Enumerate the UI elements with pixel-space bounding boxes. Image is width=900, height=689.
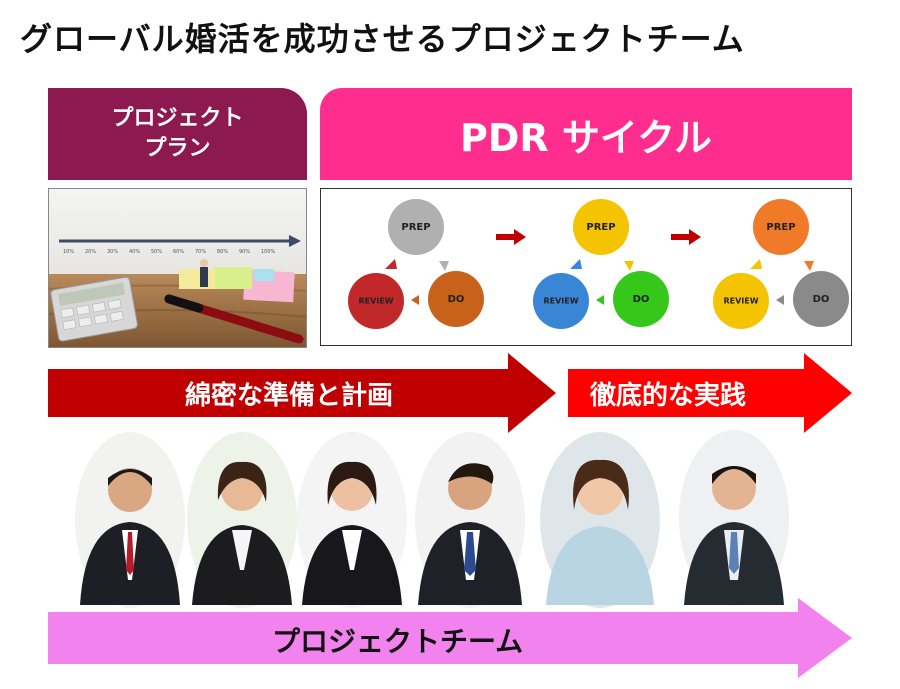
do-label: DO	[448, 294, 465, 305]
review-node	[533, 273, 589, 329]
timeline-scale-label: 70%	[195, 249, 206, 255]
prep-label: PREP	[766, 222, 795, 233]
prep-label: PREP	[586, 222, 615, 233]
prep-label: PREP	[401, 222, 430, 233]
prep-node	[753, 199, 809, 255]
cycle-arrow	[776, 295, 784, 305]
team-portraits	[75, 430, 789, 608]
do-node	[793, 271, 849, 327]
timeline-scale-label: 100%	[261, 249, 276, 255]
planning-phase-label: 綿密な準備と計画	[185, 381, 394, 411]
timeline-scale-label: 30%	[107, 249, 118, 255]
cycle-arrow	[411, 295, 419, 305]
timeline-scale-label: 20%	[85, 249, 96, 255]
between-cycle-arrow	[671, 229, 701, 245]
planning-arrow	[48, 353, 556, 433]
team-arrow	[48, 598, 852, 678]
prep-node	[573, 199, 629, 255]
review-label: REVIEW	[543, 297, 578, 306]
review-label: REVIEW	[358, 297, 393, 306]
cycle-arrow	[439, 261, 449, 271]
pdr-cycle-tab: PDR サイクル	[320, 88, 852, 180]
team-member-2-portrait	[187, 432, 297, 608]
project-plan-photo: 10% 20% 30% 40% 50% 60% 70% 80% 90% 100%	[48, 188, 307, 348]
cycle-arrow	[624, 261, 634, 271]
review-node	[713, 273, 769, 329]
timeline-scale-label: 40%	[129, 249, 140, 255]
team-label: プロジェクトチーム	[272, 625, 524, 658]
prep-node	[388, 199, 444, 255]
cycle-arrow	[750, 259, 762, 269]
desk-timeline-illustration: 10% 20% 30% 40% 50% 60% 70% 80% 90% 100%	[49, 189, 306, 347]
team-member-5-portrait	[540, 432, 660, 608]
timeline-scale-label: 80%	[217, 249, 228, 255]
between-cycle-arrow	[496, 229, 526, 245]
execution-arrow	[568, 353, 852, 433]
project-plan-tab: プロジェクト プラン	[48, 88, 307, 180]
do-node	[428, 271, 484, 327]
review-label: REVIEW	[723, 297, 758, 306]
timeline-scale-label: 90%	[239, 249, 250, 255]
cycle-arrow	[570, 259, 582, 269]
cycle-arrow	[596, 295, 604, 305]
cycle-arrow	[385, 259, 397, 269]
timeline-scale-label: 50%	[151, 249, 162, 255]
execution-phase-label: 徹底的な実践	[590, 381, 747, 411]
pdr-cycle-diagram: PREP DO REVIEW PREP DO REVIEW PREP DO REVIEW	[320, 188, 852, 346]
review-node	[348, 273, 404, 329]
team-member-1-portrait	[75, 432, 185, 608]
timeline-scale-label: 60%	[173, 249, 184, 255]
pdr-cycles-svg: PREP DO REVIEW PREP DO REVIEW PREP DO REVIEW	[348, 199, 849, 329]
team-member-6-portrait	[679, 430, 789, 606]
cycle-arrow	[804, 261, 814, 271]
page-title: グローバル婚活を成功させるプロジェクトチーム	[20, 20, 745, 58]
do-node	[613, 271, 669, 327]
timeline-scale-label: 10%	[63, 249, 74, 255]
do-label: DO	[633, 294, 650, 305]
team-member-4-portrait	[415, 432, 525, 608]
do-label: DO	[813, 294, 830, 305]
team-member-3-portrait	[297, 432, 407, 608]
